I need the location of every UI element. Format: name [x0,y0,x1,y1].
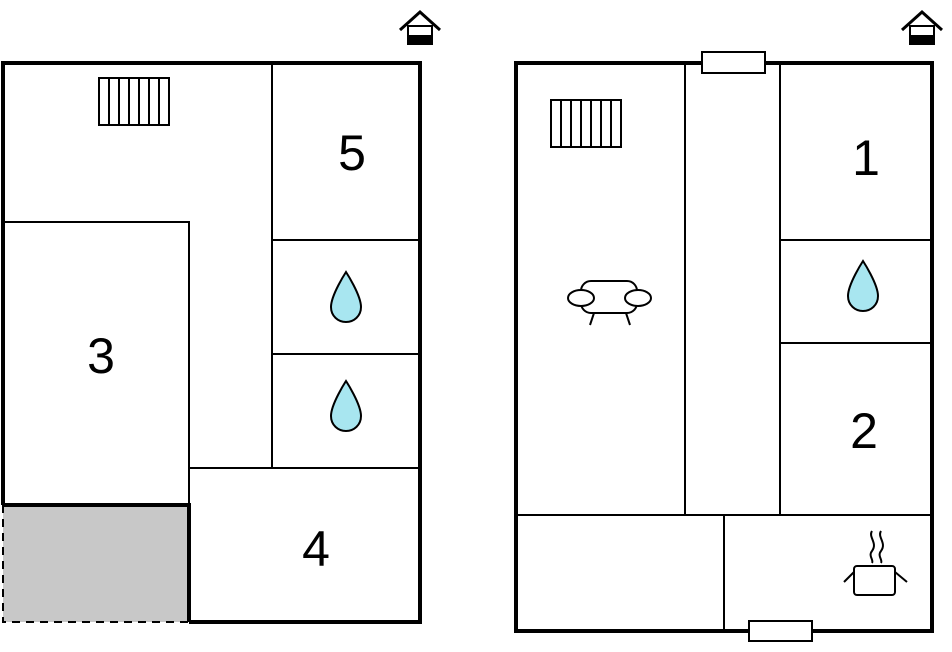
left-floor-plan: 5 3 4 [1,9,442,624]
terrace-dashed-border [2,505,189,623]
terrace-area [3,505,189,622]
cooking-pot-icon [843,530,908,596]
window-icon [701,51,766,74]
room-label-5: 5 [338,125,366,181]
house-icon [398,9,442,45]
room-label-4: 4 [302,521,330,577]
left-outer-wall [1,61,422,624]
radiator-icon [98,77,170,126]
room-label-3: 3 [87,328,115,384]
house-icon [900,9,944,45]
water-drop-icon [846,259,880,313]
right-floor-plan: 1 2 [514,9,944,642]
room-label-1: 1 [852,130,880,186]
window-icon [748,620,813,642]
water-drop-icon [329,270,363,324]
sofa-icon [567,280,652,326]
water-drop-icon [329,379,363,433]
radiator-icon [550,99,622,148]
wall-room3 [3,221,190,505]
room-label-2: 2 [850,403,878,459]
